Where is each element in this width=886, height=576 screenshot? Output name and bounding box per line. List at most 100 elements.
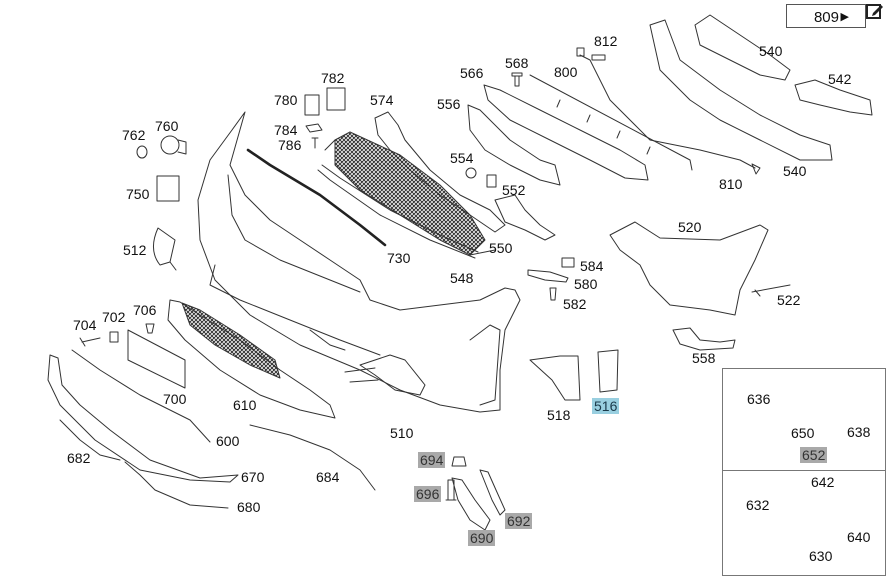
clip-694[interactable]	[451, 456, 467, 467]
part-label-750[interactable]: 750	[126, 186, 150, 202]
clip-552[interactable]	[486, 174, 497, 188]
part-label-632[interactable]: 632	[746, 497, 770, 513]
part-label-642[interactable]: 642	[811, 474, 835, 490]
screw-786[interactable]	[311, 137, 319, 149]
module-750[interactable]	[156, 175, 180, 202]
part-label-566[interactable]: 566	[460, 65, 484, 81]
part-label-512[interactable]: 512	[123, 242, 147, 258]
part-label-702[interactable]: 702	[102, 309, 126, 325]
carrier-566[interactable]	[483, 84, 649, 181]
bracket-574[interactable]	[374, 111, 506, 233]
part-label-610[interactable]: 610	[233, 397, 257, 413]
part-label-582[interactable]: 582	[563, 296, 587, 312]
sensor-wire-800[interactable]	[529, 74, 693, 171]
part-label-812[interactable]: 812	[594, 33, 618, 49]
part-label-638[interactable]: 638	[847, 424, 871, 440]
part-label-568[interactable]: 568	[505, 55, 529, 71]
clip-810[interactable]	[751, 163, 761, 175]
nut-702[interactable]	[109, 331, 119, 343]
strip-682[interactable]	[59, 419, 121, 461]
grille-550[interactable]	[324, 131, 496, 256]
part-label-682[interactable]: 682	[67, 450, 91, 466]
part-label-584[interactable]: 584	[580, 258, 604, 274]
part-label-652[interactable]: 652	[800, 447, 828, 463]
clip-706[interactable]	[145, 323, 155, 334]
part-label-542[interactable]: 542	[828, 71, 852, 87]
part-label-548[interactable]: 548	[450, 270, 474, 286]
part-label-510[interactable]: 510	[390, 425, 414, 441]
part-label-696[interactable]: 696	[414, 486, 442, 502]
part-label-636[interactable]: 636	[747, 391, 771, 407]
bumper-cover-510[interactable]	[197, 111, 521, 413]
part-label-780[interactable]: 780	[274, 92, 298, 108]
pin-696[interactable]	[445, 479, 457, 501]
trim-690[interactable]	[451, 477, 491, 531]
part-label-670[interactable]: 670	[241, 469, 265, 485]
part-label-810[interactable]: 810	[719, 176, 743, 192]
part-label-706[interactable]: 706	[133, 302, 157, 318]
clip-812[interactable]	[576, 47, 606, 61]
bracket-580[interactable]	[527, 269, 569, 283]
part-label-730[interactable]: 730	[387, 250, 411, 266]
screw-568[interactable]	[511, 72, 523, 87]
molding-730[interactable]	[246, 148, 387, 247]
part-label-630[interactable]: 630	[809, 548, 833, 564]
part-label-786[interactable]: 786	[278, 137, 302, 153]
cable-810[interactable]	[579, 54, 756, 169]
part-label-650[interactable]: 650	[791, 425, 815, 441]
bracket-780[interactable]	[304, 94, 320, 116]
bracket-558[interactable]	[672, 327, 736, 351]
edit-icon[interactable]	[866, 2, 884, 20]
spoiler-670[interactable]	[47, 354, 239, 483]
trim-600[interactable]	[71, 349, 211, 443]
part-label-540-lower[interactable]: 540	[783, 163, 807, 179]
part-label-784[interactable]: 784	[274, 122, 298, 138]
ring-762[interactable]	[136, 145, 148, 159]
strip-684[interactable]	[249, 424, 376, 491]
clip-584[interactable]	[561, 257, 575, 268]
part-label-554[interactable]: 554	[450, 150, 474, 166]
part-label-692[interactable]: 692	[505, 513, 533, 529]
bracket-552[interactable]	[494, 194, 556, 241]
part-label-520[interactable]: 520	[678, 219, 702, 235]
bolt-704[interactable]	[79, 337, 101, 347]
part-label-704[interactable]: 704	[73, 317, 97, 333]
page-reference-box[interactable]: 809 ▶	[786, 4, 866, 28]
nut-554[interactable]	[465, 167, 477, 179]
part-label-558[interactable]: 558	[692, 350, 716, 366]
absorber-540-lower[interactable]	[649, 19, 833, 161]
part-label-522[interactable]: 522	[777, 292, 801, 308]
part-label-552[interactable]: 552	[502, 182, 526, 198]
part-label-580[interactable]: 580	[574, 276, 598, 292]
cover-782[interactable]	[326, 87, 346, 111]
part-label-518[interactable]: 518	[547, 407, 571, 423]
part-label-600[interactable]: 600	[216, 433, 240, 449]
screw-582[interactable]	[549, 287, 557, 301]
part-label-690[interactable]: 690	[468, 530, 496, 546]
license-plate-holder-700[interactable]	[127, 329, 186, 389]
part-label-694[interactable]: 694	[418, 452, 446, 468]
grille-insert-556[interactable]	[467, 104, 561, 186]
cover-516[interactable]	[597, 349, 619, 393]
part-label-800[interactable]: 800	[554, 64, 578, 80]
part-label-782[interactable]: 782	[321, 70, 345, 86]
part-label-762[interactable]: 762	[122, 127, 146, 143]
clip-784[interactable]	[305, 123, 323, 133]
absorber-540-upper[interactable]	[694, 14, 791, 81]
bracket-542[interactable]	[794, 79, 873, 116]
cover-512[interactable]	[153, 227, 177, 271]
part-label-684[interactable]: 684	[316, 469, 340, 485]
part-label-556[interactable]: 556	[437, 96, 461, 112]
trim-692[interactable]	[479, 469, 506, 516]
sensor-760[interactable]	[160, 135, 180, 155]
part-label-550[interactable]: 550	[489, 240, 513, 256]
part-label-680[interactable]: 680	[237, 499, 261, 515]
part-label-640[interactable]: 640	[847, 529, 871, 545]
part-label-700[interactable]: 700	[163, 391, 187, 407]
cover-518[interactable]	[529, 355, 581, 401]
part-label-574[interactable]: 574	[370, 92, 394, 108]
part-label-760[interactable]: 760	[155, 118, 179, 134]
part-label-540-upper[interactable]: 540	[759, 43, 783, 59]
part-label-516-selected[interactable]: 516	[592, 398, 620, 414]
rivet-522[interactable]	[751, 284, 791, 297]
